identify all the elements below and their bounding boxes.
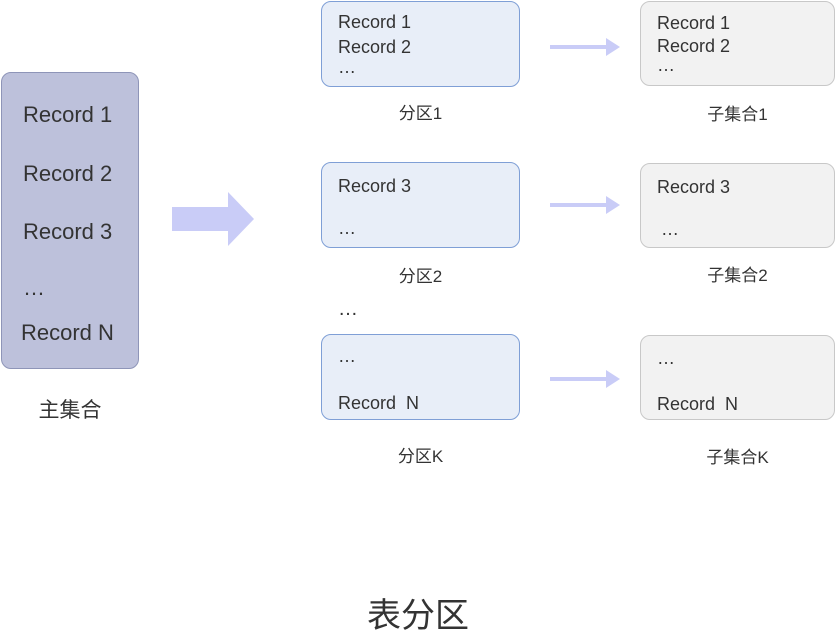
subset-box-1: Record 1 Record 2 … bbox=[640, 1, 835, 86]
subset-box-k: … Record N bbox=[640, 335, 835, 420]
subset-1-label: 子集合1 bbox=[707, 105, 768, 124]
subset-1-line-3: … bbox=[657, 55, 675, 75]
partition-2-label: 分区2 bbox=[398, 267, 443, 286]
subset-1-line-1: Record 1 bbox=[657, 13, 731, 33]
partition-k-line-2: Record N bbox=[338, 393, 420, 413]
subset-1-line-2: Record 2 bbox=[657, 36, 731, 56]
partition-1-line-1: Record 1 bbox=[338, 12, 412, 32]
main-collection-box: Record 1 Record 2 Record 3 … Record N bbox=[1, 72, 139, 369]
partition-2-line-2: … bbox=[338, 218, 356, 238]
subset-k-line-1: … bbox=[657, 348, 675, 368]
main-ellipsis: … bbox=[23, 275, 45, 300]
main-record-n: Record N bbox=[21, 320, 114, 345]
partition-2-line-1: Record 3 bbox=[338, 176, 412, 196]
subset-2-label: 子集合2 bbox=[707, 266, 768, 285]
main-record-3: Record 3 bbox=[23, 219, 113, 244]
partition-box-1: Record 1 Record 2 … bbox=[321, 1, 520, 87]
partition-box-2: Record 3 … bbox=[321, 162, 520, 248]
subset-2-line-1: Record 3 bbox=[657, 177, 731, 197]
partition-1-line-2: Record 2 bbox=[338, 37, 412, 57]
main-collection-label: 主集合 bbox=[38, 399, 102, 422]
arrow-right-icon bbox=[550, 370, 620, 388]
partition-k-label: 分区K bbox=[397, 447, 444, 466]
partition-k-line-1: … bbox=[338, 346, 356, 366]
diagram-title: 表分区 bbox=[367, 597, 469, 635]
partition-1-label: 分区1 bbox=[398, 104, 443, 123]
partitions-ellipsis: … bbox=[338, 298, 358, 320]
arrow-right-icon bbox=[550, 38, 620, 56]
arrow-right-icon bbox=[550, 196, 620, 214]
main-record-2: Record 2 bbox=[23, 161, 113, 186]
main-record-1: Record 1 bbox=[23, 102, 113, 127]
partition-arrow-icon bbox=[172, 192, 254, 246]
subset-box-2: Record 3 … bbox=[640, 163, 835, 248]
subset-k-line-2: Record N bbox=[657, 394, 739, 414]
partition-box-k: … Record N bbox=[321, 334, 520, 420]
subset-2-line-2: … bbox=[661, 219, 679, 239]
partition-1-line-3: … bbox=[338, 57, 356, 77]
subset-k-label: 子集合K bbox=[706, 448, 769, 467]
